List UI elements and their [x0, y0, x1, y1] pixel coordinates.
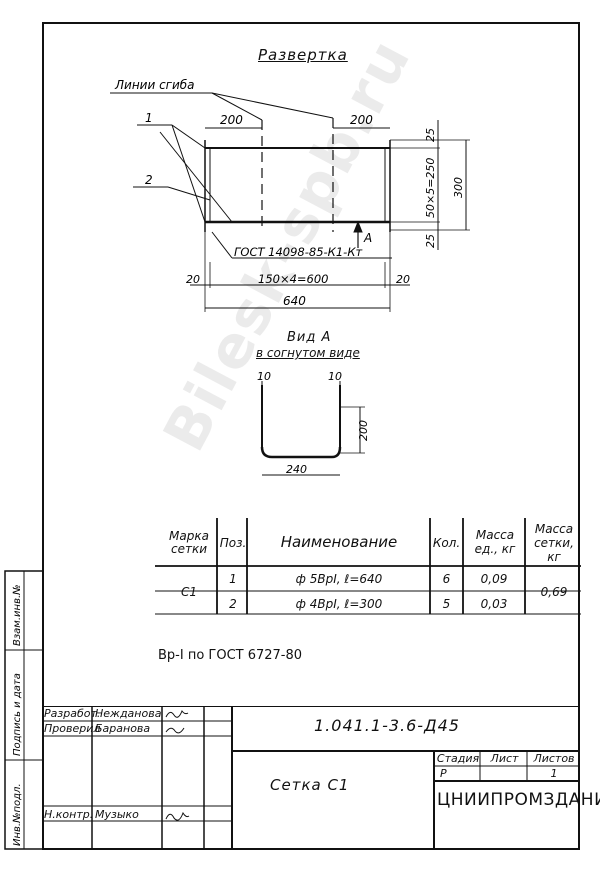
view-subtitle: в согнутом виде [256, 346, 360, 360]
tb-doc-code: 1.041.1-3.6-Д45 [314, 716, 460, 735]
unfold-title: Развертка [258, 46, 348, 64]
th-mark: Марка сетки [169, 529, 209, 556]
callout-1: 1 [145, 111, 153, 125]
row1-pos: 1 [229, 572, 237, 586]
row2-qty: 5 [442, 597, 451, 611]
view-dim-height: 200 [357, 420, 370, 441]
row1-name: ф 5ВрI, ℓ=640 [295, 572, 383, 586]
dim-top-right: 200 [350, 113, 373, 127]
view-marker: A [363, 231, 372, 245]
th-pos: Поз. [219, 536, 247, 550]
row1-qty: 6 [442, 572, 451, 586]
tb-row1-role: Разработ. [44, 707, 101, 720]
tb-row2-name: Баранова [95, 722, 151, 735]
signatures [165, 709, 190, 821]
row2-pos: 2 [229, 597, 237, 611]
tb-stage: Р [440, 767, 447, 780]
dim-bottom-pitch: 150×4=600 [258, 272, 329, 286]
unfold-drawing: Линии сгиба 200 200 25 50×5=250 300 25 1… [110, 78, 470, 312]
tb-row3-role: Н.контр. [44, 808, 94, 821]
note: Вр-I по ГОСТ 6727-80 [158, 648, 303, 663]
view-a-drawing: 10 10 200 240 [257, 370, 370, 476]
tb-org: ЦНИИПРОМЗДАНИЙ [437, 790, 600, 810]
cell-mesh-mass: 0,69 [540, 585, 568, 599]
tb-stage-h: Стадия [436, 752, 480, 765]
row2-unit-mass: 0,03 [480, 597, 508, 611]
tb-sheets-h: Листов [533, 752, 575, 765]
callout-2: 2 [145, 173, 153, 187]
side-strip: Взам.инв.№ Подпись и дата Инв.№подл. [4, 570, 44, 850]
dim-right-total: 300 [452, 177, 465, 198]
view-title: Вид А [287, 330, 332, 345]
cell-mark: С1 [180, 585, 197, 599]
side-replace-inv: Взам.инв.№ [12, 584, 23, 646]
spec-table [155, 518, 581, 615]
dim-left-20: 20 [186, 273, 200, 286]
dim-right-25-top: 25 [424, 128, 437, 142]
dim-right-pitch: 50×5=250 [424, 158, 437, 218]
title-block [42, 706, 580, 850]
th-qty: Кол. [432, 536, 461, 550]
th-unit-mass: Масса ед., кг [474, 528, 516, 556]
view-dim-left-10: 10 [257, 370, 271, 383]
dim-right-20: 20 [396, 273, 410, 286]
row2-name: ф 4ВрI, ℓ=300 [295, 597, 383, 611]
tb-sheet-title: Сетка С1 [270, 776, 350, 794]
dim-top-left: 200 [220, 113, 243, 127]
th-mesh-mass: Масса сетки, кг [534, 522, 574, 564]
drawing-frame [42, 22, 580, 850]
tb-row1-name: Нежданова [95, 707, 162, 720]
tb-sheets: 1 [550, 767, 558, 780]
dim-total-width: 640 [283, 294, 306, 308]
side-inv-no: Инв.№подл. [12, 783, 23, 846]
row1-unit-mass: 0,09 [480, 572, 508, 586]
tb-row2-role: Проверил [44, 722, 101, 735]
tb-row3-name: Музыко [95, 808, 139, 821]
side-sign-date: Подпись и дата [12, 673, 23, 756]
view-dim-width: 240 [286, 463, 307, 476]
gost-label: ГОСТ 14098-85-К1-Кт [234, 245, 362, 259]
view-dim-right-10: 10 [328, 370, 342, 383]
bend-lines-label: Линии сгиба [114, 78, 195, 92]
tb-sheet-h: Лист [490, 752, 519, 765]
dim-right-25-bottom: 25 [424, 234, 437, 248]
th-name: Наименование [280, 533, 398, 551]
